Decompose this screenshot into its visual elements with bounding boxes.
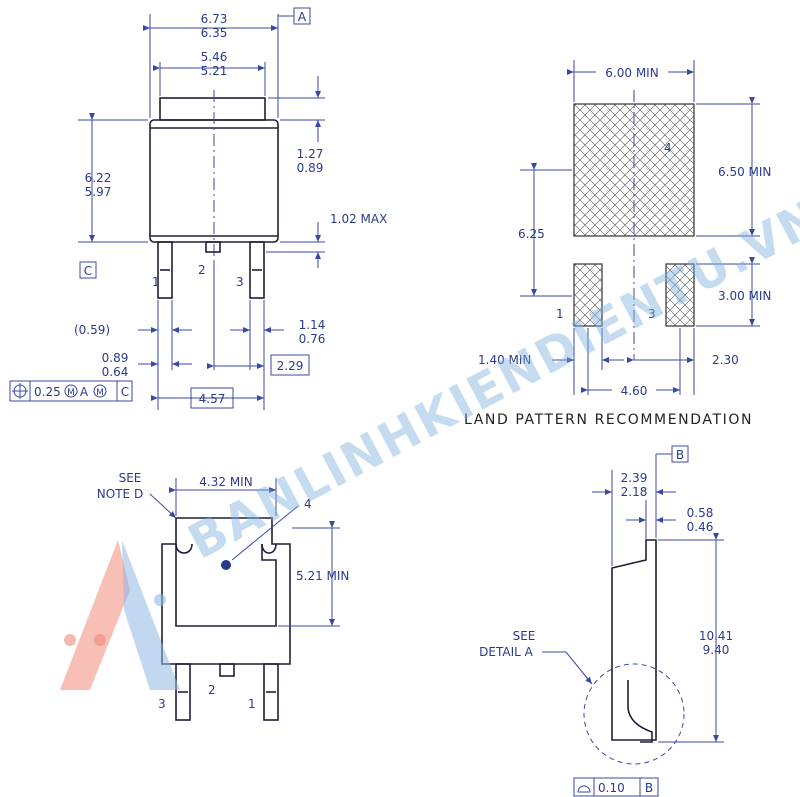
height-max: 2.39 [621, 471, 648, 485]
bottom-height: 5.21 MIN [296, 569, 349, 583]
bottom-lead-3 [175, 663, 191, 721]
pad-3 [665, 263, 695, 327]
length-max: 10.41 [699, 629, 733, 643]
land-pitch: 4.60 [621, 384, 648, 398]
fcf-datum-a: A [80, 385, 89, 399]
datum-c: C [84, 264, 92, 278]
bottom-pin-2: 2 [208, 683, 216, 697]
land-height: 6.50 MIN [718, 165, 771, 179]
feature-control-frame: 0.25 M A M C [9, 380, 133, 402]
flatness-tolerance: 0.10 [598, 781, 625, 795]
watermark-logo [60, 540, 180, 690]
bottom-view-dimensions: SEE NOTE D 4.32 MIN 4 5.21 MIN 3 2 1 [97, 471, 350, 711]
tab-outline [159, 97, 266, 121]
lead-span: 4.57 [199, 392, 226, 406]
top-view-body [149, 90, 279, 299]
bottom-lead-1 [263, 663, 279, 721]
overall-width-min: 6.35 [201, 26, 228, 40]
land-center: 6.25 [518, 227, 545, 241]
lead-offset: 1.02 MAX [330, 212, 387, 226]
lead-profile [627, 680, 653, 743]
top-view-dimensions: 6.73 6.35 A 5.46 5.21 6.22 5.97 C 1.27 [9, 7, 387, 410]
bottom-width: 4.32 MIN [199, 475, 252, 489]
overall-width-max: 6.73 [201, 12, 228, 26]
detail-circle [583, 663, 685, 765]
pad-1-label: 1 [556, 307, 564, 321]
fcf-mmc-1: M [67, 388, 75, 398]
tab-height-max: 1.27 [297, 147, 324, 161]
pad-4 [573, 103, 695, 237]
pad-4-label: 4 [664, 141, 672, 155]
note-d: NOTE D [97, 487, 143, 501]
pin-3-label: 3 [236, 275, 244, 289]
pad-3-label: 3 [648, 307, 656, 321]
tab-width-max: 5.46 [201, 50, 228, 64]
side-view: B 2.39 2.18 0.58 0.46 10.41 9.40 SEE DET… [479, 445, 733, 797]
datum-a: A [298, 10, 307, 24]
height-min: 2.18 [621, 485, 648, 499]
lead-width2-max: 0.89 [102, 351, 129, 365]
pin-1-label: 1 [152, 275, 160, 289]
land-offset: 2.30 [712, 353, 739, 367]
lead-width-max: 1.14 [299, 318, 326, 332]
bottom-pin-1: 1 [248, 697, 256, 711]
land-pattern-dimensions: 6.00 MIN 6.50 MIN 6.25 3.00 MIN 1.40 MIN… [478, 60, 771, 398]
land-pad-height: 3.00 MIN [718, 289, 771, 303]
bottom-pin-3: 3 [158, 697, 166, 711]
datum-b: B [676, 448, 684, 462]
lead-1 [157, 241, 173, 299]
fcf-tolerance: 0.25 [34, 385, 61, 399]
land-width: 6.00 MIN [605, 66, 658, 80]
pad-1 [573, 263, 603, 327]
land-pad-width: 1.40 MIN [478, 353, 531, 367]
side-view-dimensions: B 2.39 2.18 0.58 0.46 10.41 9.40 SEE DET… [479, 445, 733, 797]
land-pattern-title: LAND PATTERN RECOMMENDATION [464, 412, 753, 428]
body-height-max: 6.22 [85, 171, 112, 185]
detail-a: DETAIL A [479, 645, 533, 659]
bottom-view: SEE NOTE D 4.32 MIN 4 5.21 MIN 3 2 1 [97, 471, 350, 721]
lead-width-min: 0.76 [299, 332, 326, 346]
tab-height-min: 0.89 [297, 161, 324, 175]
ref-059: (0.59) [74, 323, 110, 337]
pad-4-number: 4 [304, 497, 312, 511]
pitch: 2.29 [277, 359, 304, 373]
thermal-pad-outline [175, 544, 277, 627]
pad-4-dot [221, 560, 231, 570]
fcf-datum-c: C [121, 385, 129, 399]
lead-2 [205, 241, 221, 253]
body-height-min: 5.97 [85, 185, 112, 199]
lead-3 [249, 241, 265, 299]
pin-2-label: 2 [198, 263, 206, 277]
thickness-min: 0.46 [687, 520, 714, 534]
thickness-max: 0.58 [687, 506, 714, 520]
flatness-frame: 0.10 B [573, 777, 659, 797]
see-label: SEE [119, 471, 142, 485]
bottom-lead-2 [219, 663, 235, 677]
tab-width-min: 5.21 [201, 64, 228, 78]
lead-width2-min: 0.64 [102, 365, 129, 379]
side-body-outline [611, 539, 657, 741]
fcf-mmc-2: M [96, 388, 104, 398]
land-pattern: 6.00 MIN 6.50 MIN 6.25 3.00 MIN 1.40 MIN… [464, 60, 771, 428]
flatness-datum: B [645, 781, 653, 795]
top-view: 6.73 6.35 A 5.46 5.21 6.22 5.97 C 1.27 [9, 7, 387, 410]
see-detail-label: SEE [513, 629, 536, 643]
length-min: 9.40 [703, 643, 730, 657]
